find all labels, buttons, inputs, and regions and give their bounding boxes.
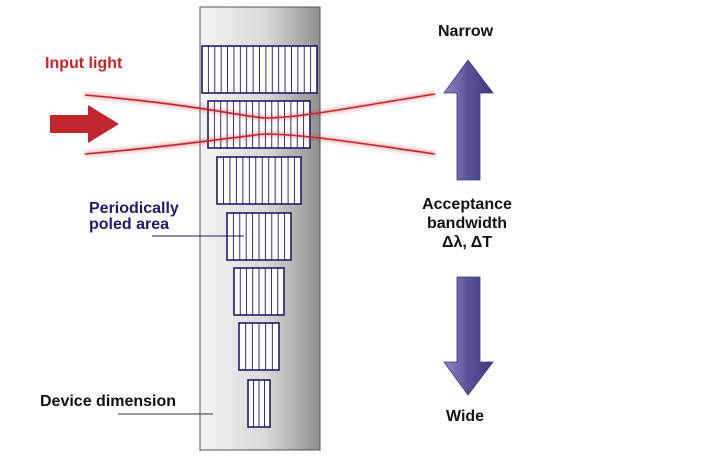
grating-block [233,267,285,316]
up-arrow-icon [443,59,494,181]
acceptance-bandwidth-line2: bandwidth [427,215,507,232]
input-light-label: Input light [45,55,123,72]
periodically-poled-label-line2: poled area [89,216,170,233]
periodically-poled-label-line1: Periodically [89,200,179,217]
grating-block [247,379,271,428]
grating-block [216,156,302,205]
acceptance-bandwidth-line3: Δλ, ΔT [442,234,492,251]
grating-block [207,100,311,149]
device-dimension-label: Device dimension [40,393,177,410]
wide-label: Wide [446,408,485,425]
right-arrow-icon [50,105,119,143]
down-arrow-icon [443,276,494,396]
grating-block [201,45,318,94]
grating-stack [201,45,318,428]
light-beam [84,93,436,155]
narrow-label: Narrow [438,23,494,40]
grating-block [238,322,280,371]
acceptance-bandwidth-line1: Acceptance [422,196,512,213]
